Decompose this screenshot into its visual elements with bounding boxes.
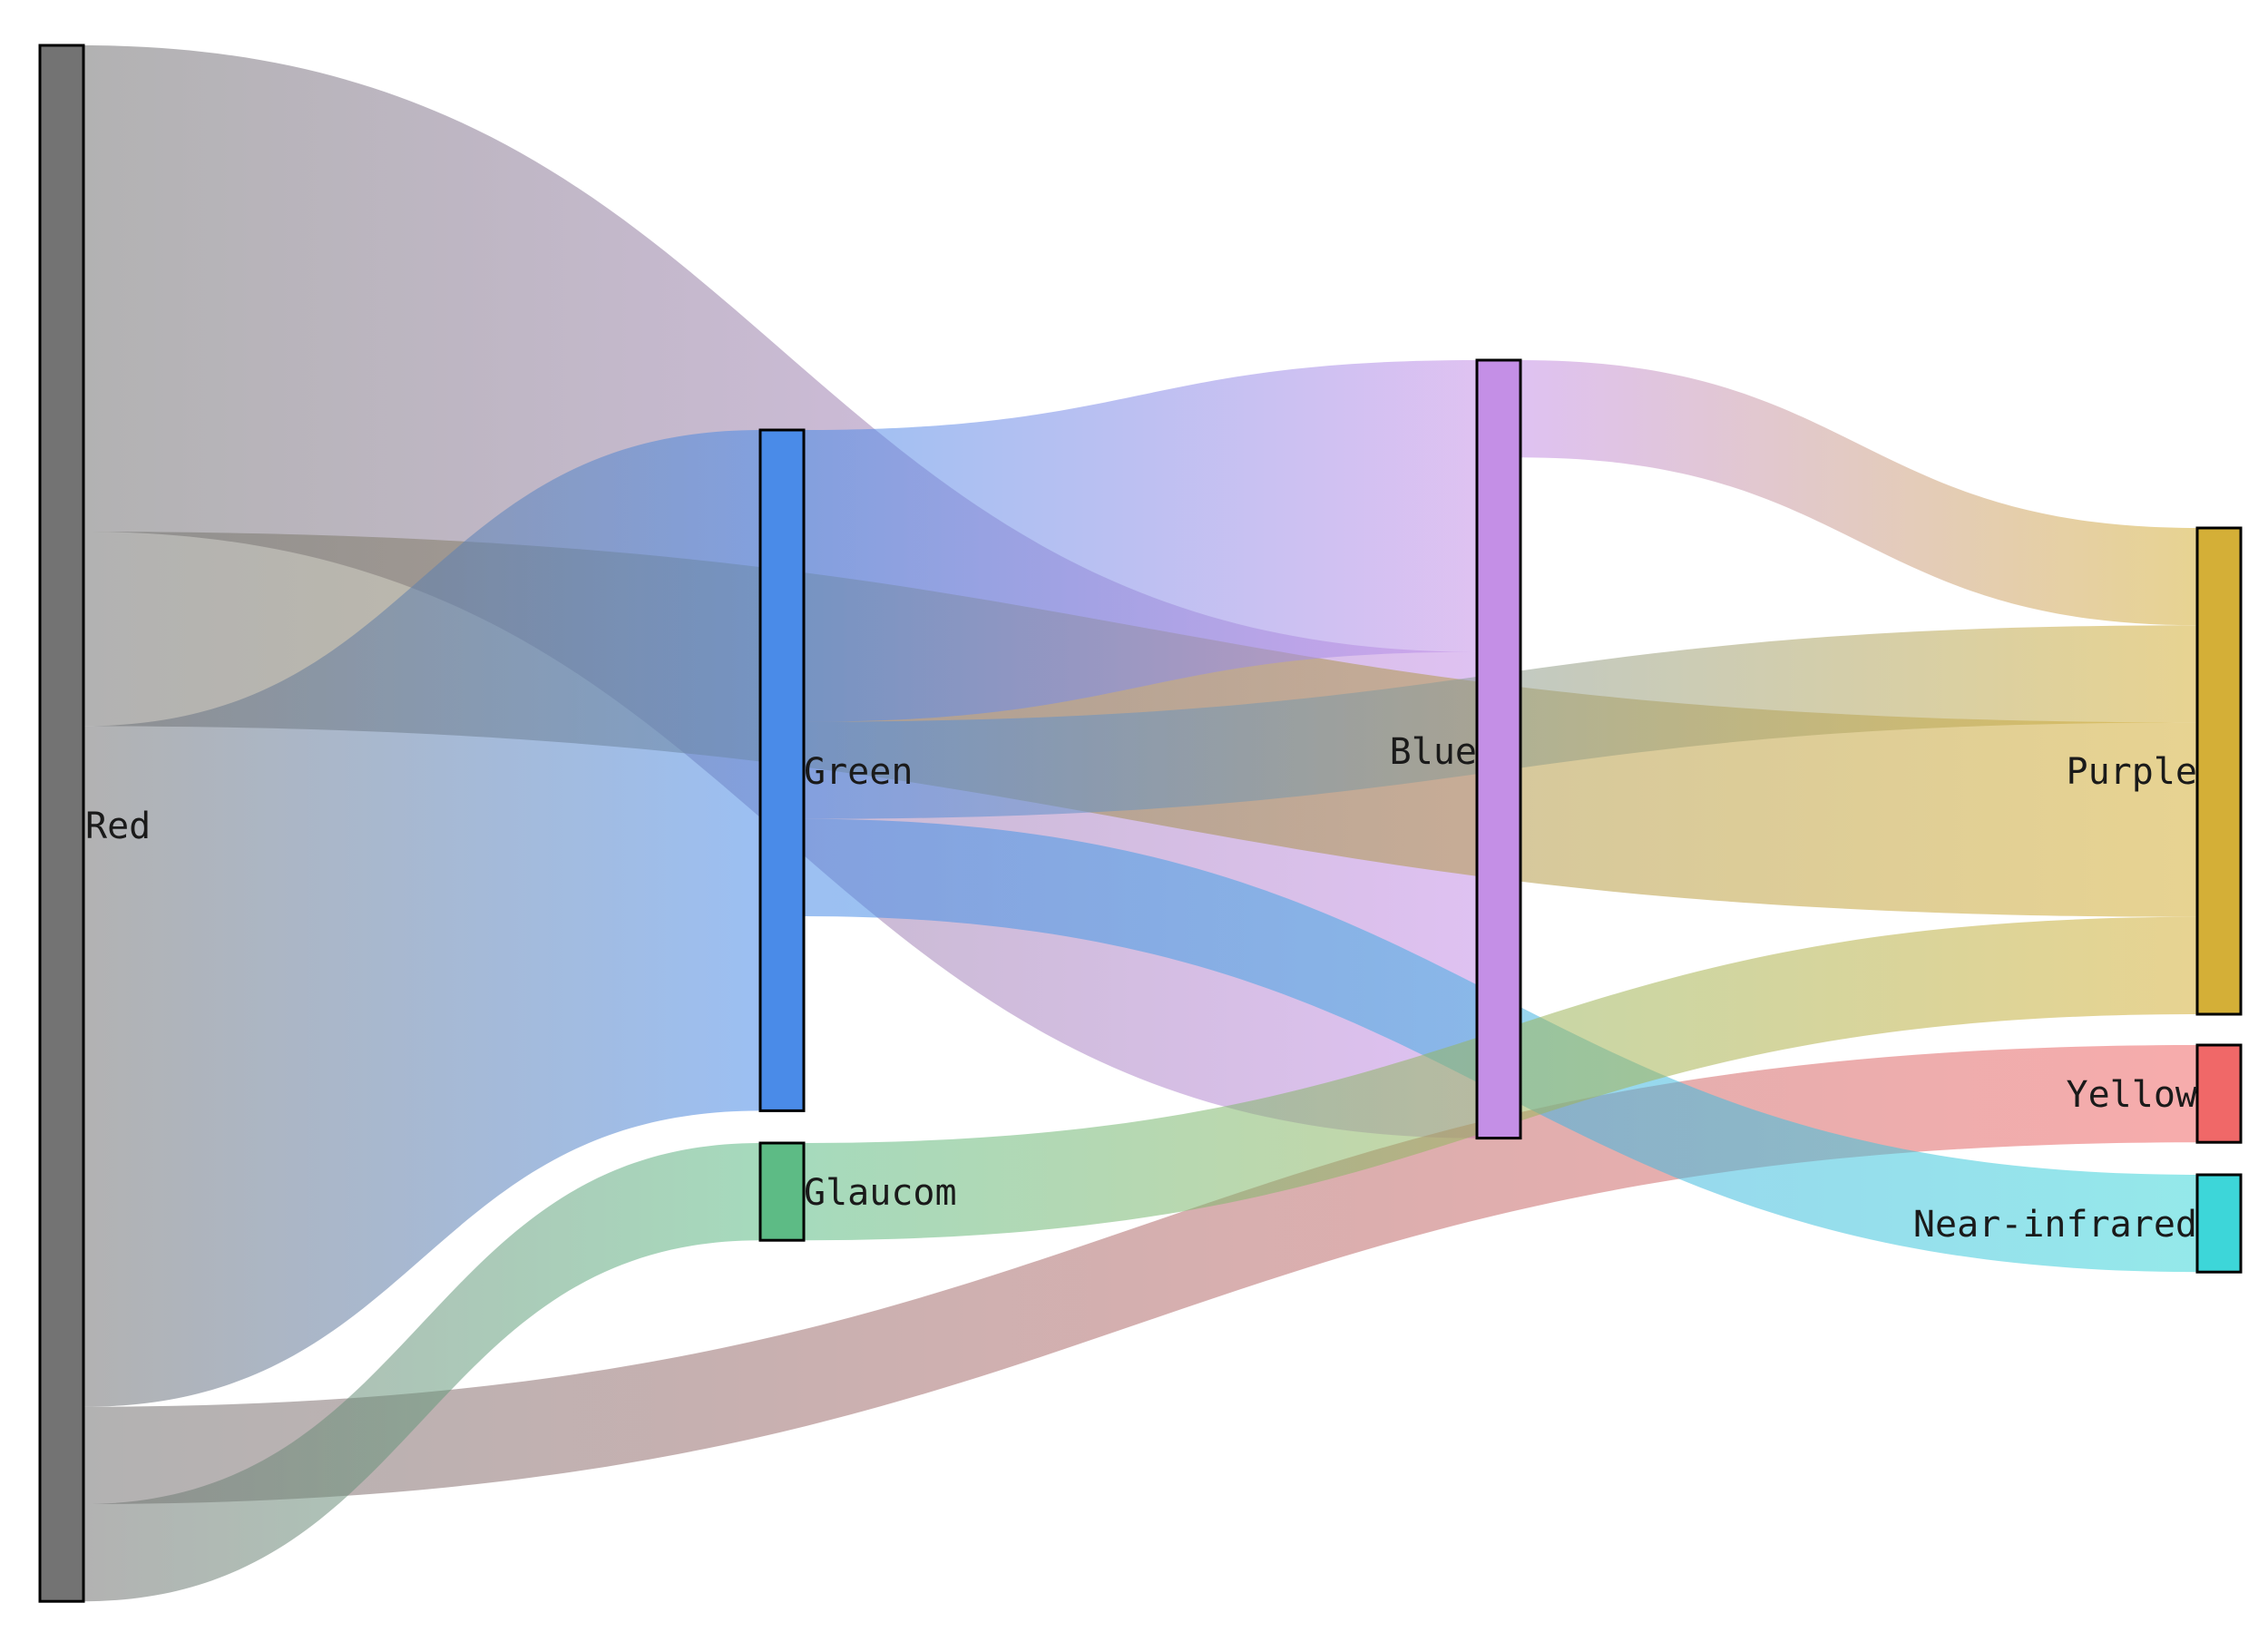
node-near-infrared [2195, 1173, 2243, 1274]
node-label-purple: Purple [2067, 751, 2198, 793]
node-blue [1475, 358, 1522, 1140]
node-green [758, 428, 806, 1112]
node-purple [2195, 526, 2243, 1016]
node-label-near-infrared: Near-infrared [1913, 1204, 2197, 1246]
link-red-to-green [83, 430, 760, 1407]
node-label-yellow: Yellow [2067, 1074, 2198, 1116]
node-label-blue: Blue [1390, 731, 1477, 773]
link-green-to-blue [804, 360, 1477, 722]
node-label-red: Red [85, 806, 151, 847]
link-blue-to-purple [1520, 360, 2197, 626]
node-label-glaucom: Glaucom [804, 1172, 957, 1214]
link-red-to-glaucom [83, 1143, 760, 1602]
node-glaucom [758, 1141, 806, 1242]
node-yellow [2195, 1043, 2243, 1144]
node-label-green: Green [804, 751, 913, 793]
nodes-layer [38, 44, 2243, 1603]
links-layer [83, 45, 2197, 1602]
node-red [38, 44, 85, 1603]
